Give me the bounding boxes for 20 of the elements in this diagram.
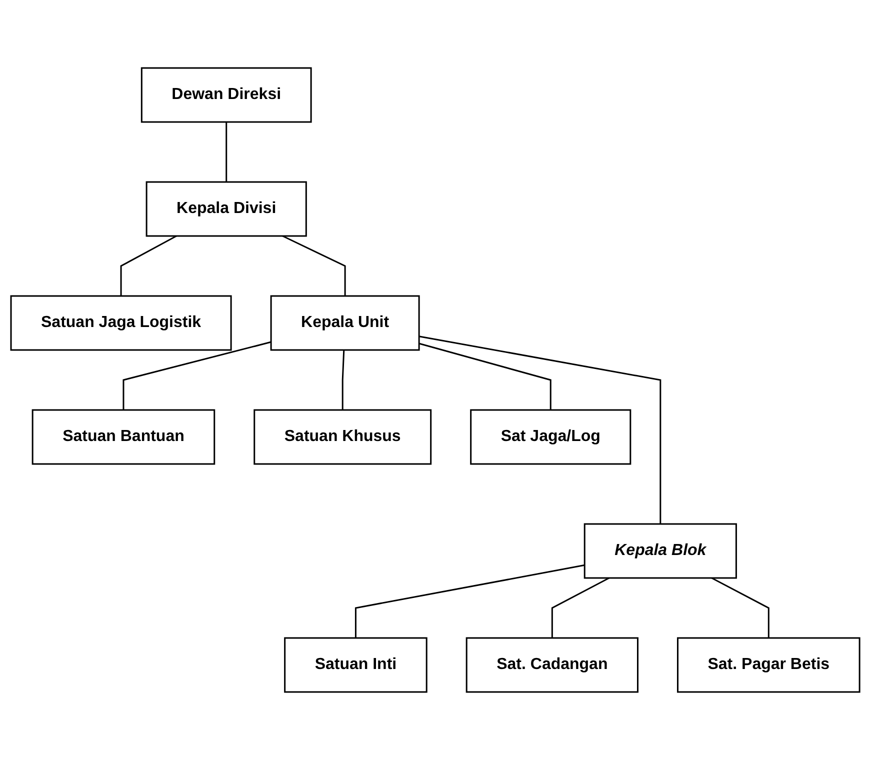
node-box: Satuan Bantuan [32, 409, 216, 465]
node-box: Sat. Cadangan [466, 637, 639, 693]
node-box: Sat. Pagar Betis [677, 637, 861, 693]
node-box: Kepala Unit [270, 295, 420, 351]
node-box: Satuan Inti [284, 637, 428, 693]
node-box: Satuan Jaga Logistik [10, 295, 232, 351]
node-box: Kepala Divisi [146, 181, 308, 237]
connector [712, 577, 770, 638]
connector [419, 336, 662, 524]
connector [226, 122, 228, 182]
node-box: Satuan Khusus [254, 409, 432, 465]
node-box: Dewan Direksi [141, 67, 312, 123]
connector [419, 342, 552, 410]
connector [552, 577, 610, 638]
node-box: Sat Jaga/Log [470, 409, 632, 465]
connector [342, 350, 345, 410]
connector [122, 341, 272, 410]
connector [355, 564, 585, 638]
connector [282, 235, 346, 296]
connector [120, 235, 178, 296]
